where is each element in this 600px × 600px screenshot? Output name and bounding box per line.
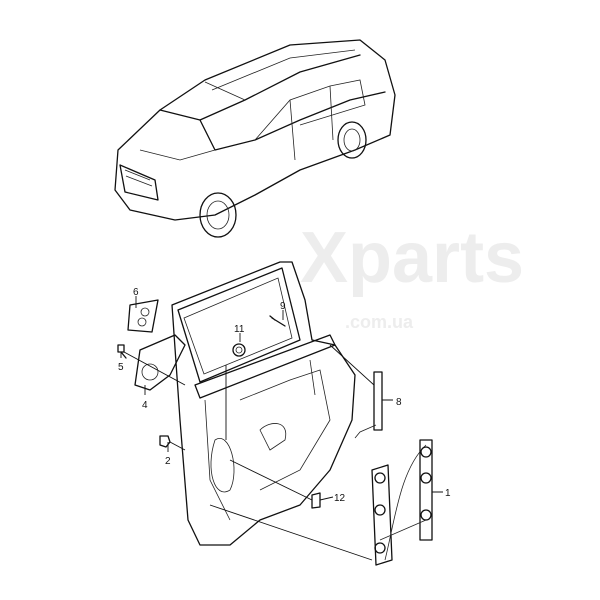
leader-lines: [120, 296, 443, 561]
callout-6: 6: [133, 287, 139, 298]
callout-8: 8: [396, 397, 402, 408]
watermark: Xparts .com.ua: [300, 218, 524, 332]
callout-12: 12: [334, 493, 346, 504]
part-11-grommet: [232, 343, 246, 357]
watermark-brand: Xparts: [300, 218, 524, 298]
part-9-bolt: [269, 315, 286, 327]
car-illustration: [114, 39, 396, 238]
part-2-nut: [159, 435, 171, 448]
part-4-motor: [134, 334, 186, 391]
callout-1: 1: [445, 488, 451, 499]
watermark-domain: .com.ua: [345, 312, 414, 332]
callout-labels: 6 9 11 5 4 8 2 12 1: [118, 287, 451, 504]
callout-9: 9: [280, 301, 286, 312]
callout-5: 5: [118, 362, 124, 373]
rear-door: [171, 261, 356, 546]
callout-2: 2: [165, 456, 171, 467]
part-8-guide-rail: [354, 371, 383, 439]
callout-11: 11: [234, 324, 245, 335]
part-1-window-regulator: [371, 439, 433, 566]
part-12-clip: [311, 492, 321, 509]
part-5-bolt: [117, 344, 127, 359]
callout-4: 4: [142, 400, 148, 411]
part-6-bracket: [127, 299, 159, 333]
